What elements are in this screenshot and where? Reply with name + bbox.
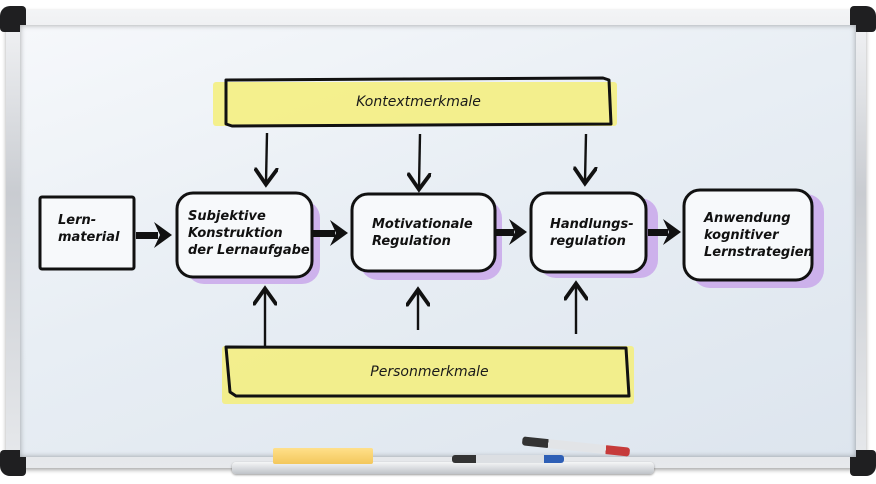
person-arrows: [265, 286, 576, 346]
person-banner: [222, 345, 634, 404]
node-anwendung-label: Anwendung kognitiver Lernstrategien: [704, 211, 813, 260]
context-arrows: [266, 132, 586, 187]
node-anwendung-box: [682, 188, 814, 282]
person-banner-label: Personmerkmale: [370, 364, 489, 380]
node-handlungs-label: Handlungs- regulation: [550, 217, 634, 249]
node-lernmaterial-label: Lern- material: [58, 213, 120, 245]
flow-arrows: [136, 219, 681, 248]
flow-arrow: [648, 219, 681, 245]
influence-arrow: [419, 133, 420, 187]
eraser: [273, 448, 373, 464]
flow-arrow: [496, 219, 527, 245]
node-lernmaterial-box: [38, 195, 136, 271]
node-motivationale-box: [350, 192, 497, 273]
node-subjektive-label: Subjektive Konstruktion der Lernaufgabe: [188, 209, 310, 258]
flow-arrow: [313, 220, 348, 246]
flow-arrow: [136, 222, 172, 248]
blue-marker: [452, 455, 564, 463]
node-subjektive-box: [175, 191, 314, 279]
node-motivationale-label: Motivationale Regulation: [372, 217, 473, 249]
node-handlungs-box: [529, 191, 648, 274]
influence-arrow: [585, 133, 586, 181]
context-banner-label: Kontextmerkmale: [356, 94, 481, 110]
influence-arrow: [266, 132, 267, 182]
context-banner: [213, 76, 617, 128]
marker-tray: [232, 462, 654, 474]
